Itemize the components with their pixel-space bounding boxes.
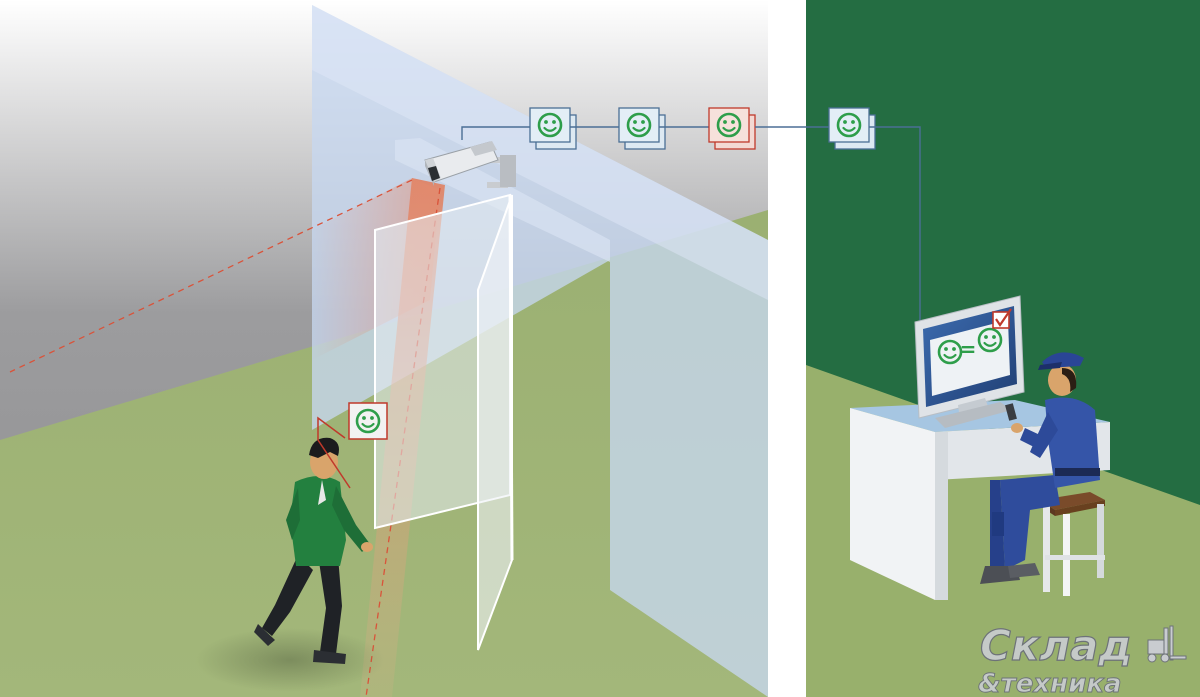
watermark-line-1: Склад — [980, 621, 1132, 670]
flow-frame-2 — [618, 107, 666, 150]
flow-frame-3-flagged — [708, 107, 756, 150]
cable-to-monitor — [869, 126, 921, 320]
equals-icon: = — [960, 337, 977, 361]
monitor-face-right — [977, 327, 1003, 353]
watermark-line-2: &техника — [978, 669, 1122, 697]
surveillance-camera-icon — [424, 141, 516, 188]
capture-bracket — [317, 416, 351, 489]
left-scene — [0, 0, 768, 697]
brand-watermark: Склад &техника — [978, 620, 1187, 697]
visitor-person — [195, 437, 385, 692]
beam-edge-dashed-left — [9, 179, 413, 373]
glass-wall-top — [312, 5, 768, 300]
checkmark-icon — [992, 308, 1012, 329]
flow-frame-4-received — [828, 107, 876, 150]
monitor: = — [914, 295, 1025, 428]
camera-cable — [461, 126, 532, 140]
right-scene: = — [755, 0, 1200, 697]
flow-frame-1 — [529, 107, 577, 150]
captured-face-frame — [348, 402, 388, 440]
monitor-face-left — [937, 339, 963, 365]
forklift-icon — [1147, 625, 1187, 663]
security-guard — [980, 352, 1100, 584]
glass-wall-panel — [312, 5, 768, 697]
panel-separator — [768, 0, 806, 697]
door-hinge — [508, 194, 514, 561]
